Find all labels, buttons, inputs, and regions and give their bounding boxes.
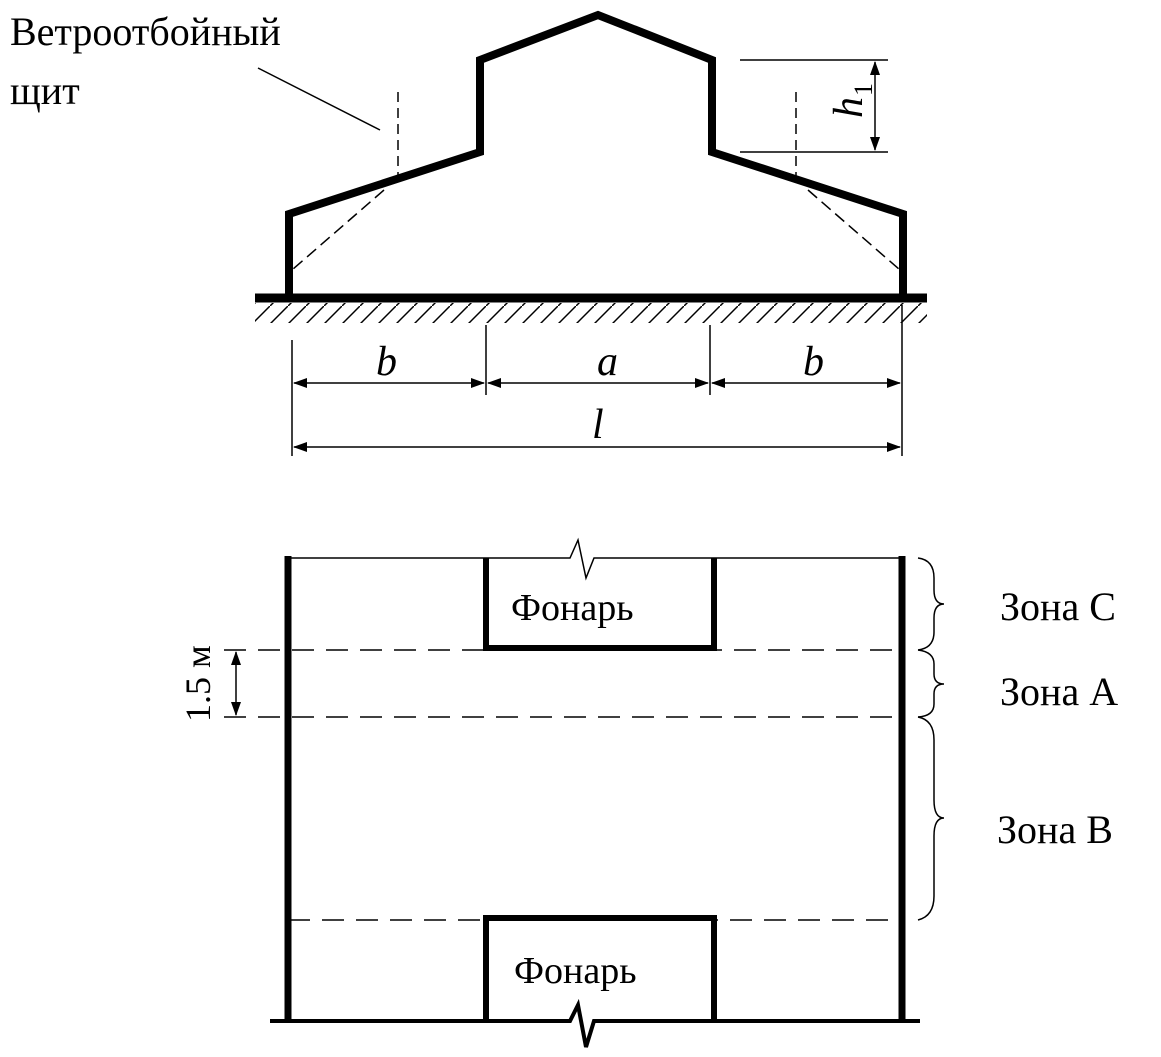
brace-zone-c bbox=[917, 557, 945, 651]
windbreak-label-line2: щит bbox=[10, 68, 80, 113]
ground-hatching bbox=[255, 303, 927, 323]
windbreak-leader-line bbox=[257, 67, 381, 131]
roof-plan: Фонарь Фонарь 1.5 м Зона С Зона А Зона В bbox=[178, 537, 1118, 1048]
dim-a-label: a bbox=[597, 339, 618, 385]
dim-l-label: l bbox=[592, 402, 604, 448]
zone-braces bbox=[917, 557, 945, 921]
zone-b-label: Зона В bbox=[997, 807, 1113, 852]
h1-label: h 1 bbox=[826, 83, 878, 118]
windbreak-screen-left bbox=[291, 92, 399, 271]
windbreak-label-line1: Ветроотбойный bbox=[10, 9, 281, 54]
windbreak-screen-right bbox=[795, 92, 901, 271]
skylight-bottom-label: Фонарь bbox=[514, 950, 637, 992]
dim-b-left-label: b bbox=[376, 339, 397, 385]
dim-b-right-label: b bbox=[803, 339, 824, 385]
building-section: Ветроотбойный щит h 1 b a bbox=[10, 9, 927, 456]
skylight-bottom bbox=[483, 915, 717, 1021]
dim-1-5m-label: 1.5 м bbox=[178, 645, 218, 722]
zone-c-label: Зона С bbox=[1000, 584, 1116, 629]
zone-a-label: Зона А bbox=[1000, 669, 1118, 714]
brace-zone-b bbox=[917, 716, 945, 921]
plan-top-edge bbox=[288, 537, 902, 581]
dimension-extension-lines bbox=[291, 305, 903, 456]
svg-text:1: 1 bbox=[849, 83, 878, 96]
skylight-top bbox=[483, 558, 717, 651]
building-outline bbox=[285, 10, 907, 296]
h1-dimension bbox=[740, 59, 888, 153]
skylight-top-label: Фонарь bbox=[511, 587, 634, 629]
svg-text:h: h bbox=[826, 97, 872, 118]
brace-zone-a bbox=[917, 649, 945, 718]
plan-bottom-edge bbox=[270, 998, 920, 1048]
zone-boundaries bbox=[224, 649, 902, 921]
